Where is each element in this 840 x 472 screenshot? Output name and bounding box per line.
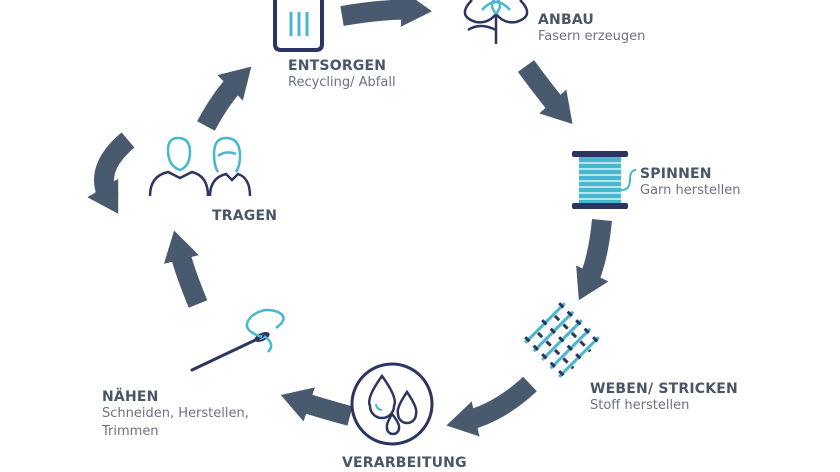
stage-tragen: TRAGEN	[212, 208, 277, 224]
arrow-weben-to-verarbeitung	[446, 376, 537, 437]
stage-naehen: NÄHEN Schneiden, Herstellen, Trimmen	[102, 389, 249, 441]
arrow-tragen-to-entsorgen	[197, 66, 252, 131]
stage-weben-stricken: WEBEN/ STRICKEN Stoff herstellen	[590, 381, 738, 415]
thread-spool-icon	[572, 151, 637, 209]
arrow-anbau-to-spinnen	[517, 60, 573, 125]
stage-subtitle-line1: Schneiden, Herstellen,	[102, 406, 249, 421]
arrow-tragen-loop	[87, 132, 135, 214]
trash-bin-icon	[273, 0, 324, 52]
stage-spinnen: SPINNEN Garn herstellen	[640, 166, 740, 200]
stage-title: TRAGEN	[212, 208, 278, 224]
arrow-spinnen-to-weben	[576, 219, 612, 301]
stage-anbau: ANBAU Fasern erzeugen	[538, 12, 645, 46]
stage-title: WEBEN/ STRICKEN	[590, 381, 738, 397]
arrow-verarbeitung-to-naehen	[280, 387, 353, 426]
cotton-plant-icon	[463, 0, 529, 44]
stage-title: NÄHEN	[102, 389, 159, 405]
stage-verarbeitung: VERARBEITUNG	[342, 455, 467, 471]
water-drops-icon	[350, 362, 434, 446]
stage-subtitle-line2: Trimmen	[102, 424, 159, 439]
stage-subtitle: Fasern erzeugen	[538, 29, 646, 44]
woven-fabric-icon	[522, 300, 602, 380]
stage-title: ENTSORGEN	[288, 58, 387, 74]
stage-subtitle: Stoff herstellen	[590, 398, 690, 413]
people-icon	[148, 136, 252, 197]
stage-title: SPINNEN	[640, 166, 712, 182]
stage-entsorgen: ENTSORGEN Recycling/ Abfall	[288, 58, 396, 92]
sewing-needle-icon	[190, 308, 285, 372]
stage-subtitle: Recycling/ Abfall	[288, 75, 396, 90]
arrow-naehen-to-tragen	[163, 230, 208, 308]
stage-title: VERARBEITUNG	[342, 455, 467, 471]
stage-title: ANBAU	[538, 12, 594, 28]
cycle-arrows	[87, 0, 612, 437]
arrow-entsorgen-to-anbau	[340, 0, 432, 27]
stage-subtitle: Garn herstellen	[640, 183, 741, 198]
